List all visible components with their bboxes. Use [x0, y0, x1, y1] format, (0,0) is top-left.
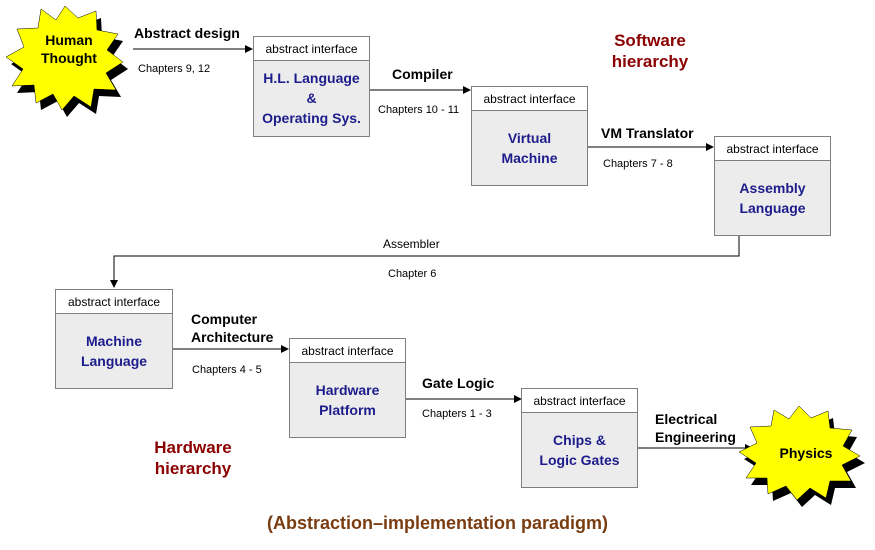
abstract-design-label: Abstract design — [134, 25, 240, 41]
computer-architecture-chapters: Chapters 4 - 5 — [192, 364, 262, 376]
box-assembly-language-label: Assembly Language — [739, 179, 806, 216]
assembler-label: Assembler — [383, 237, 440, 251]
assembler-chapters: Chapter 6 — [388, 268, 437, 280]
software-hierarchy-label: Software hierarchy — [611, 31, 689, 71]
compiler-chapters: Chapters 10 - 11 — [378, 104, 460, 116]
abstract-interface-header: abstract interface — [522, 389, 637, 413]
box-machine-language: abstract interface Machine Language — [55, 289, 173, 389]
gate-logic-chapters: Chapters 1 - 3 — [422, 408, 492, 420]
box-machine-language-label: Machine Language — [80, 332, 148, 369]
box-virtual-machine-label: Virtual Machine — [501, 129, 558, 166]
abstract-interface-header: abstract interface — [56, 290, 172, 314]
physics-label: Physics — [779, 445, 833, 461]
abstract-design-chapters: Chapters 9, 12 — [138, 63, 211, 75]
hardware-hierarchy-label: Hardware hierarchy — [154, 438, 232, 478]
abstract-interface-header: abstract interface — [254, 37, 369, 61]
abstract-interface-header: abstract interface — [715, 137, 830, 161]
box-virtual-machine: abstract interface Virtual Machine — [471, 86, 588, 186]
human-thought-label: Human Thought — [41, 32, 97, 66]
box-hardware-platform: abstract interface Hardware Platform — [289, 338, 406, 438]
box-chips-logic-gates: abstract interface Chips & Logic Gates — [521, 388, 638, 488]
arrow-assembler — [110, 236, 740, 288]
compiler-label: Compiler — [392, 66, 453, 82]
box-hl-language: abstract interface H.L. Language & Opera… — [253, 36, 370, 137]
box-assembly-language: abstract interface Assembly Language — [714, 136, 831, 236]
gate-logic-label: Gate Logic — [422, 375, 495, 391]
human-thought-burst — [5, 5, 128, 117]
physics-burst — [738, 405, 865, 507]
electrical-engineering-label: Electrical Engineering — [655, 411, 736, 445]
box-chips-logic-gates-label: Chips & Logic Gates — [539, 431, 620, 468]
computer-architecture-label: Computer Architecture — [191, 311, 274, 345]
box-hl-language-label: H.L. Language & Operating Sys. — [262, 70, 361, 126]
abstract-interface-header: abstract interface — [472, 87, 587, 111]
paradigm-caption: (Abstraction–implementation paradigm) — [266, 513, 609, 533]
vm-translator-chapters: Chapters 7 - 8 — [603, 158, 673, 170]
vm-translator-label: VM Translator — [601, 125, 694, 141]
box-hardware-platform-label: Hardware Platform — [315, 381, 380, 418]
abstract-interface-header: abstract interface — [290, 339, 405, 363]
